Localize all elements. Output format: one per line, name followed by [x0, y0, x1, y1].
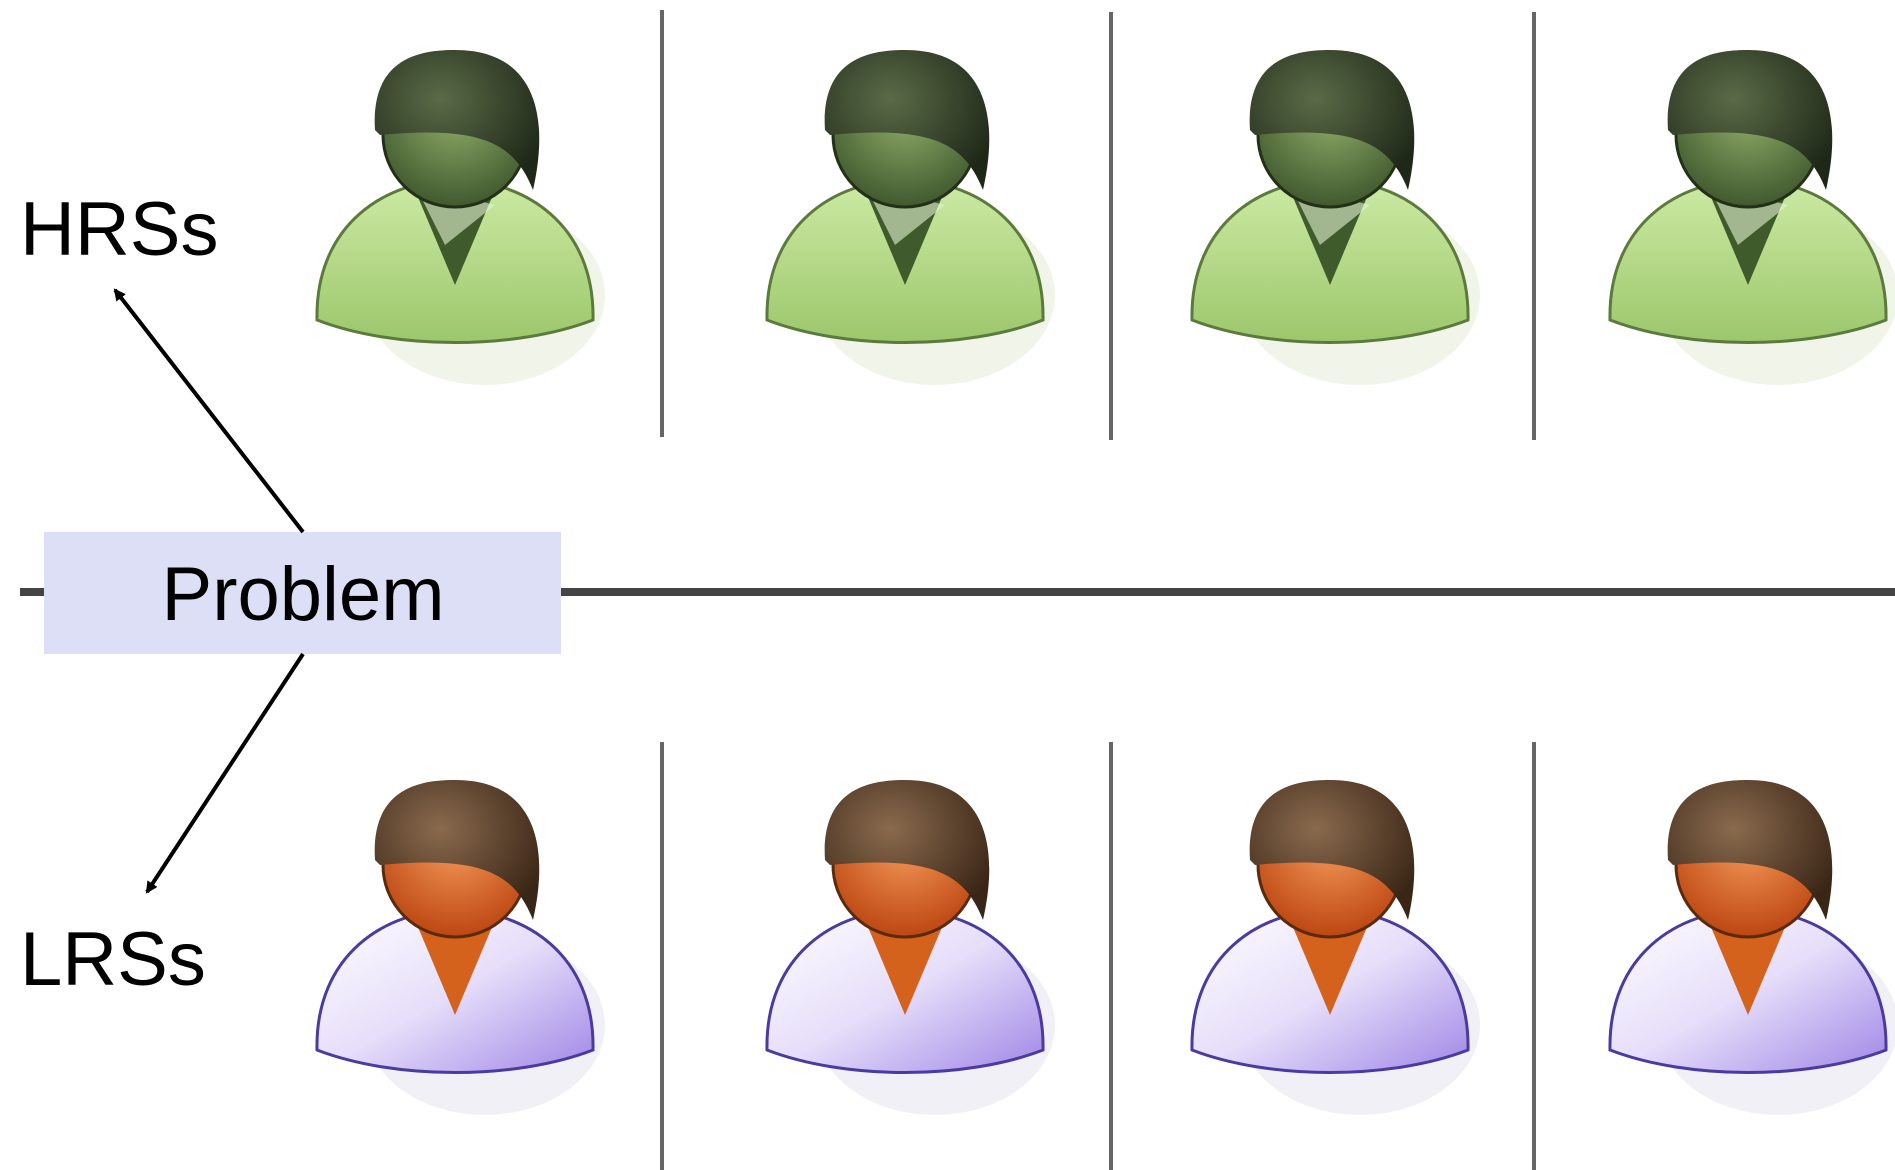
lrss-label: LRSs: [20, 917, 206, 1002]
problem-box: Problem: [44, 532, 561, 654]
hrs-person-icon: [315, 50, 605, 385]
hrs-person-icon: [1190, 50, 1480, 385]
lrs-person-icon: [315, 780, 605, 1115]
lrs-person-icon: [1190, 780, 1480, 1115]
problem-label: Problem: [162, 552, 445, 637]
arrow-to-lrss: [145, 652, 305, 894]
hrs-person-icon: [765, 50, 1055, 385]
lrs-person-icon: [765, 780, 1055, 1115]
lrs-person-icon: [1608, 780, 1895, 1115]
hrss-label: HRSs: [20, 187, 218, 272]
arrow-to-hrss: [113, 288, 305, 534]
hrs-person-icon: [1608, 50, 1895, 385]
